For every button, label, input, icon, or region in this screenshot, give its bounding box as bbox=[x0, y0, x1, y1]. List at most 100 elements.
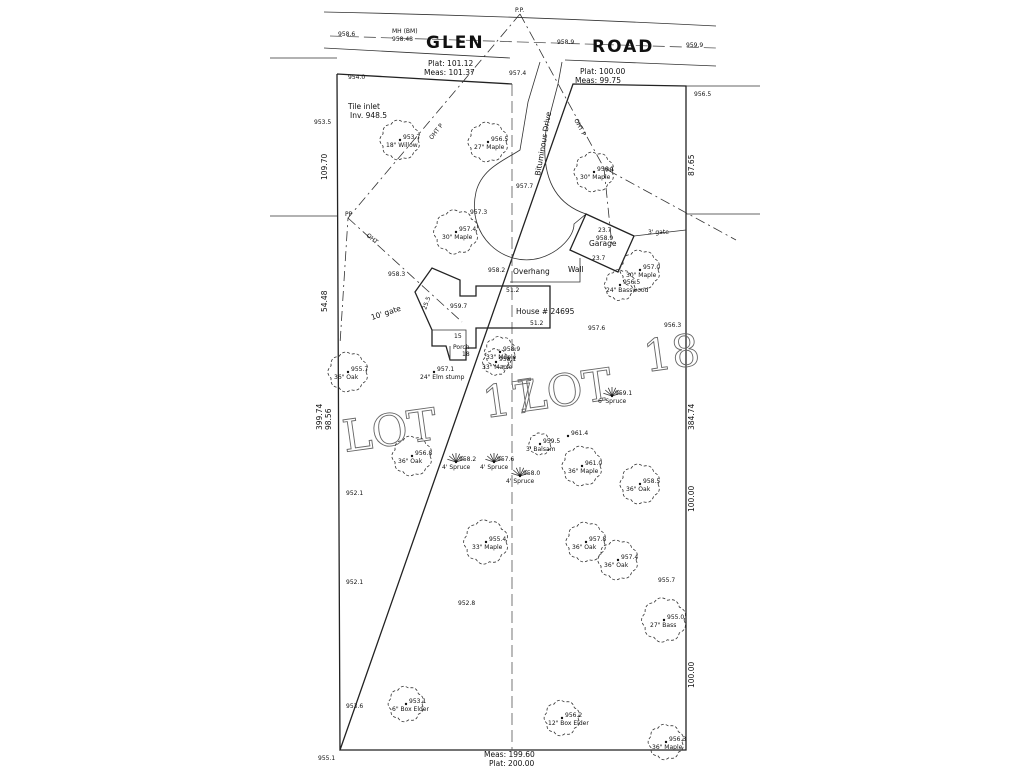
spruce-icon bbox=[511, 467, 529, 477]
tree-point-icon bbox=[454, 460, 458, 464]
spot-954-0: 954.0 bbox=[348, 74, 365, 81]
tree-point-icon bbox=[638, 268, 642, 272]
tree-elevation: 956.8 bbox=[415, 450, 432, 457]
tree-marker: 957.124" Elm stump bbox=[420, 366, 465, 381]
tree-description: 4' Spruce bbox=[442, 464, 471, 471]
tree-point-icon bbox=[410, 454, 414, 458]
tree-marker: 956.527" Maple bbox=[467, 121, 508, 163]
tree-canopy-icon bbox=[603, 269, 636, 301]
pp-right-label: PP bbox=[606, 167, 614, 174]
road-elev-mid: 958.9 bbox=[557, 39, 574, 46]
dim-right-mid: 100.00 bbox=[687, 486, 696, 512]
garage-outline bbox=[569, 213, 635, 273]
tree-canopy-icon bbox=[573, 151, 614, 193]
spot-957-3: 957.3 bbox=[470, 209, 487, 216]
tree-description: 6' Spruce bbox=[598, 398, 627, 405]
tree-canopy-icon bbox=[597, 539, 638, 581]
spot-956-5-ne: 956.5 bbox=[694, 91, 711, 98]
tile-inlet-inv: Inv. 948.5 bbox=[350, 111, 387, 120]
dim-left-mid: 54.48 bbox=[320, 290, 329, 312]
spot-957-6: 957.6 bbox=[588, 325, 605, 332]
spot-957-4-road: 957.4 bbox=[509, 70, 526, 77]
lot-text-right: LOT bbox=[514, 359, 615, 423]
plat-east-front: Plat: 100.00 bbox=[580, 67, 626, 76]
tree-description: 30" Maple bbox=[580, 174, 611, 181]
spot-952-1b: 952.1 bbox=[346, 579, 363, 586]
tree-point-icon bbox=[494, 360, 498, 364]
tree-point-icon bbox=[398, 138, 402, 142]
bottom-plat: Plat: 200.00 bbox=[489, 759, 535, 768]
tree-elevation: 959.5 bbox=[543, 438, 560, 445]
glen-road: GLEN ROAD P.P. MH (BM) 958.48 958.6 958.… bbox=[323, 7, 717, 67]
tree-point-icon bbox=[432, 370, 436, 374]
tree-description: 33" Maple bbox=[486, 354, 517, 361]
tree-marker: 958.536" Oak bbox=[619, 463, 660, 505]
spot-956-3-e: 956.3 bbox=[664, 322, 681, 329]
tree-elevation: 953.1 bbox=[409, 698, 426, 705]
overhead-lines: PP PP OHT P OHT P OHT bbox=[339, 13, 737, 345]
tree-description: 36" Oak bbox=[604, 562, 629, 569]
tree-elevation: 961.4 bbox=[571, 430, 588, 437]
gate-3-label: 3' gate bbox=[648, 229, 669, 236]
tree-description: 36" Maple bbox=[652, 744, 683, 751]
lot-number: 17 bbox=[479, 371, 542, 429]
meas-west-front: Meas: 101.37 bbox=[424, 68, 475, 77]
tree-point-icon bbox=[498, 350, 502, 354]
tree-point-icon bbox=[484, 540, 488, 544]
tree-marker: 957.64' Spruce bbox=[480, 453, 514, 471]
dim-left-lower: 98.56 bbox=[324, 408, 333, 430]
spot-952-1a: 952.1 bbox=[346, 490, 363, 497]
spruce-icon bbox=[447, 453, 465, 463]
ohtp-right-label: OHT P bbox=[572, 118, 587, 138]
tree-elevation: 961.0 bbox=[585, 460, 602, 467]
tree-description: 27" Bass bbox=[650, 622, 676, 629]
tree-elevation: 957.6 bbox=[497, 456, 514, 463]
tree-marker: 956.836" Oak bbox=[391, 435, 432, 477]
garage-dim-top: 23.7 bbox=[598, 227, 612, 234]
tree-elevation: 956.3 bbox=[669, 736, 686, 743]
tree-point-icon bbox=[664, 740, 668, 744]
tree-description: 4' Spruce bbox=[506, 478, 535, 485]
tree-point-icon bbox=[610, 394, 614, 398]
tree-point-icon bbox=[404, 702, 408, 706]
pp-left-label: PP bbox=[345, 211, 353, 218]
spot-958-2: 958.2 bbox=[488, 267, 505, 274]
tree-point-icon bbox=[346, 370, 350, 374]
tree-marker: 958.04' Spruce bbox=[506, 467, 540, 485]
spruce-icon bbox=[603, 387, 621, 397]
overhead-line-paths bbox=[339, 13, 737, 345]
tree-elevation: 959.1 bbox=[615, 390, 632, 397]
spot-957-7: 957.7 bbox=[516, 183, 533, 190]
tree-marker: 961.4 bbox=[566, 430, 588, 438]
bituminous-drive: Bituminous Drive bbox=[474, 61, 587, 261]
tree-point-icon bbox=[560, 716, 564, 720]
dim-left-total: 399.74 bbox=[315, 404, 324, 430]
lot-overlay: LOT 17 LOT 18 bbox=[339, 324, 703, 463]
tree-point-icon bbox=[454, 230, 458, 234]
garage-dim-bottom: 23.7 bbox=[592, 255, 606, 262]
oht-label: OHT bbox=[365, 232, 380, 246]
house-label: House # 24695 bbox=[516, 307, 575, 316]
spot-955-7: 955.7 bbox=[658, 577, 675, 584]
house-outline bbox=[414, 267, 551, 361]
tree-elevation: 956.2 bbox=[565, 712, 582, 719]
tree-point-icon bbox=[592, 170, 596, 174]
tree-marker: 957.836" Oak bbox=[565, 521, 606, 563]
tree-canopy-icon bbox=[483, 336, 516, 368]
tree-marker: 957.430" Maple bbox=[433, 209, 478, 255]
tree-elevation: 955.7 bbox=[351, 366, 368, 373]
tree-elevation: 958.0 bbox=[523, 470, 540, 477]
road-centerline bbox=[329, 35, 717, 49]
tree-description: 24" Basswood bbox=[606, 287, 649, 294]
tree-description: 18" Willow bbox=[386, 142, 418, 149]
road-elev-right: 959.9 bbox=[686, 42, 703, 49]
tree-canopy-icon bbox=[463, 519, 508, 565]
dimensions: Plat: 101.12 Meas: 101.37 Plat: 100.00 M… bbox=[315, 59, 696, 768]
meas-east-front: Meas: 99.75 bbox=[575, 76, 621, 85]
overhang-wall-lines bbox=[510, 258, 581, 283]
tree-marker: 959.53' Balsam bbox=[526, 432, 560, 456]
tree-canopy-icon bbox=[391, 435, 432, 477]
road-edge-south-east bbox=[564, 59, 717, 67]
tree-description: 12" Box Elder bbox=[548, 720, 589, 727]
